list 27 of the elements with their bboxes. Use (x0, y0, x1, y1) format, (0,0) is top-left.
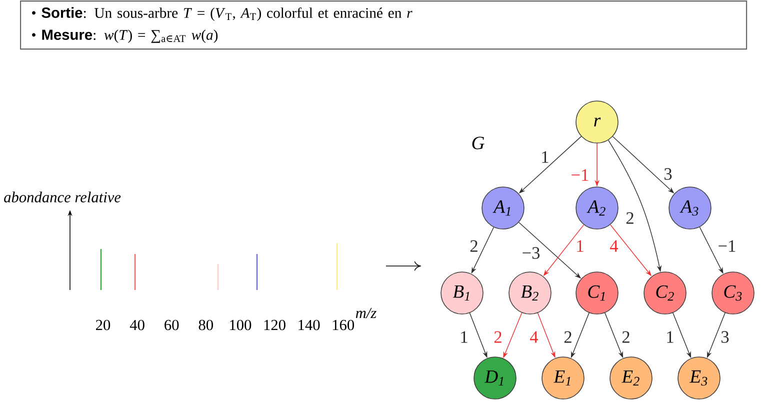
axis-label: abondance relative (4, 192, 121, 202)
edge-label: 2 (620, 330, 632, 344)
edge-label: 2 (624, 211, 636, 225)
tick-label: 120 (264, 320, 286, 330)
edge-label: −1 (570, 168, 590, 182)
edge-label: 1 (458, 330, 470, 344)
edge-label: 2 (492, 330, 504, 344)
axis-label: m/z (356, 308, 376, 318)
edge-label: 2 (468, 239, 480, 253)
edge-label: 1 (664, 330, 676, 344)
edge-label: 1 (574, 239, 586, 253)
edge-label: 2 (562, 330, 574, 344)
edge-label: −1 (717, 239, 738, 253)
edge-label: 4 (528, 330, 540, 344)
tick-label: 140 (298, 320, 320, 330)
tick-label: 80 (198, 320, 213, 330)
edge-label: 4 (608, 240, 620, 252)
tick-label: 60 (164, 320, 179, 330)
edge-label: −3 (521, 246, 542, 260)
tick-label: 160 (332, 320, 354, 330)
graph-name: G (472, 136, 484, 150)
edge-label: 3 (720, 330, 730, 344)
tick-label: 100 (230, 320, 252, 330)
edge-label: 1 (540, 150, 550, 164)
edge-label: 3 (662, 167, 674, 181)
tick-label: 40 (130, 320, 144, 330)
tick-label: 20 (96, 320, 110, 330)
